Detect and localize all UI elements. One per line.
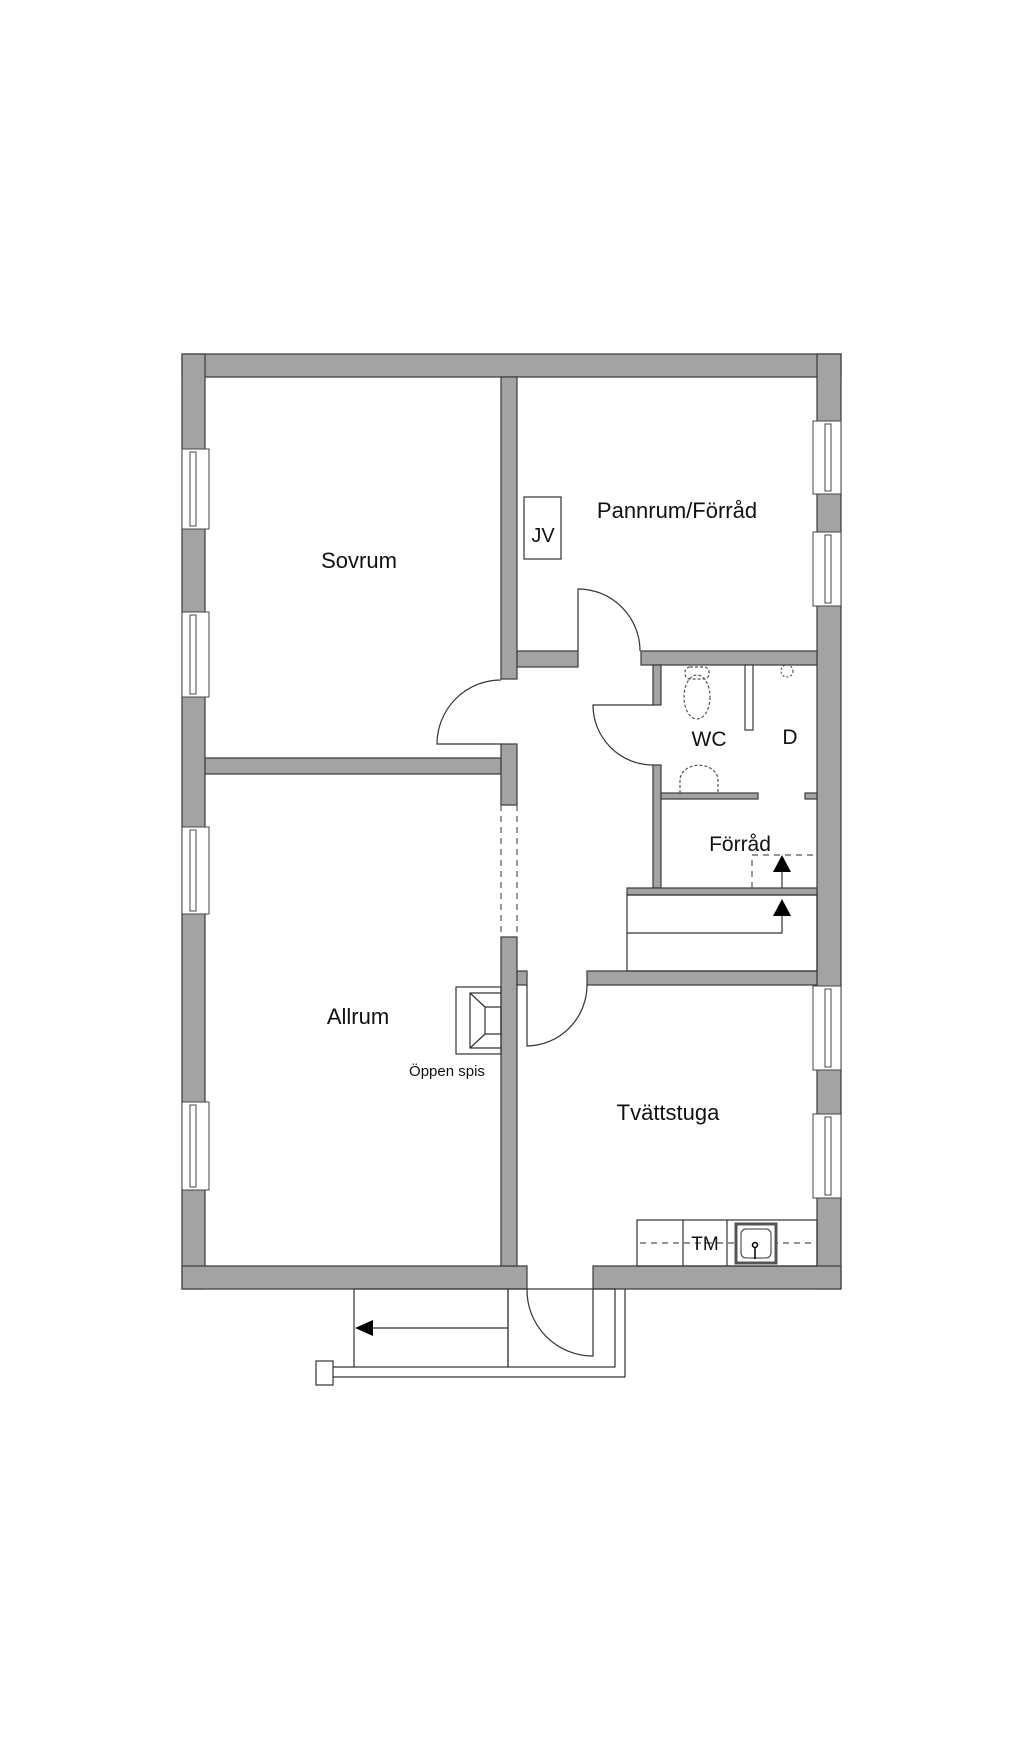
window-icon <box>181 448 210 530</box>
room-label-pannrum: Pannrum/Förråd <box>597 498 757 523</box>
room-label-allrum: Allrum <box>327 1004 389 1029</box>
room-label-sovrum: Sovrum <box>321 548 397 573</box>
window-icon <box>181 611 210 698</box>
room-label-tvattstuga: Tvättstuga <box>617 1100 720 1125</box>
door-wc <box>592 704 654 766</box>
water-heater-label: JV <box>531 525 555 547</box>
room-label-forrad: Förråd <box>709 833 771 856</box>
room-label-shower: D <box>782 726 797 749</box>
window-icon <box>812 420 842 495</box>
window-icon <box>181 826 210 915</box>
wc-fixtures <box>679 664 794 793</box>
windows <box>181 420 842 1199</box>
arrow-up-icon <box>773 899 791 916</box>
window-icon <box>181 1101 210 1191</box>
open-passage <box>500 805 518 937</box>
room-label-wc: WC <box>692 728 727 751</box>
window-icon <box>812 985 842 1071</box>
door-sovrum <box>436 679 502 745</box>
fireplace-label: Öppen spis <box>409 1062 485 1080</box>
fireplace-icon <box>455 986 502 1055</box>
interior-walls <box>204 376 818 1267</box>
toilet-icon <box>683 674 711 720</box>
arrow-left-icon <box>355 1320 373 1336</box>
entrance-steps <box>315 1288 626 1386</box>
door-pannrum <box>577 588 641 652</box>
door-entrance <box>526 1288 594 1357</box>
water-heater <box>523 496 562 560</box>
washbasin-icon <box>679 764 719 793</box>
window-icon <box>812 531 842 607</box>
shower-icon <box>780 664 794 678</box>
doors <box>436 588 654 1357</box>
door-tvattstuga <box>526 984 588 1047</box>
outer-walls <box>181 353 842 1290</box>
dryer-label: TM <box>691 1234 718 1255</box>
window-icon <box>812 1113 842 1199</box>
stairs <box>626 854 818 972</box>
arrow-up-icon <box>773 855 791 872</box>
laundry-counter <box>636 1219 818 1267</box>
